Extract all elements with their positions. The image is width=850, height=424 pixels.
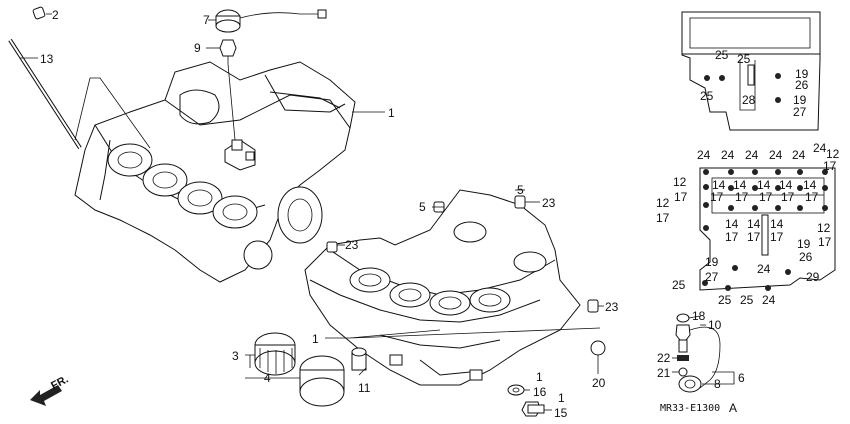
callout-24-2: 24 <box>721 148 735 162</box>
callout-1-bolt: 1 <box>558 391 565 405</box>
callout-19-c: 19 <box>797 237 811 251</box>
upper-crankcase <box>74 61 356 283</box>
leader-lines <box>20 13 735 411</box>
callout-14-6: 14 <box>725 217 739 231</box>
callout-14-5: 14 <box>803 178 817 192</box>
callout-23-right: 23 <box>605 300 619 314</box>
callout-17-f: 17 <box>759 190 773 204</box>
callout-14-3: 14 <box>757 178 771 192</box>
callout-17-g: 17 <box>781 190 795 204</box>
callout-23-top: 23 <box>542 196 556 210</box>
callout-24-6: 24 <box>813 141 827 155</box>
callout-1-upper: 1 <box>388 106 395 120</box>
callout-10: 10 <box>708 318 722 332</box>
callout-14-4: 14 <box>779 178 793 192</box>
callout-1-lower: 1 <box>312 332 319 346</box>
callout-29: 29 <box>806 270 820 284</box>
callout-17-h: 17 <box>805 190 819 204</box>
lower-crankcase <box>304 189 581 386</box>
callout-24-4: 24 <box>769 148 783 162</box>
callout-26-b: 26 <box>799 250 813 264</box>
callout-17-c: 17 <box>656 211 670 225</box>
callout-21: 21 <box>657 366 671 380</box>
callout-4: 4 <box>264 371 271 385</box>
callout-17-i: 17 <box>725 230 739 244</box>
callout-12-a: 12 <box>826 147 840 161</box>
callout-19-b: 19 <box>793 93 807 107</box>
callout-5-right: 5 <box>517 183 524 197</box>
callout-17-k: 17 <box>770 230 784 244</box>
callout-28: 28 <box>742 93 756 107</box>
callout-26-a: 26 <box>795 78 809 92</box>
callout-3: 3 <box>232 349 239 363</box>
callout-11: 11 <box>358 381 371 395</box>
callout-24-7: 24 <box>757 262 771 276</box>
callout-5-left: 5 <box>419 200 426 214</box>
callout-25-b: 25 <box>737 52 751 66</box>
callout-16: 16 <box>533 385 547 399</box>
callout-14-1: 14 <box>712 178 726 192</box>
callout-19-a: 19 <box>795 67 809 81</box>
callout-12-d: 12 <box>817 221 831 235</box>
callout-1-washer: 1 <box>536 370 543 384</box>
callout-25-d: 25 <box>672 278 686 292</box>
callout-18: 18 <box>692 309 706 323</box>
callout-17-l: 17 <box>818 235 832 249</box>
diagram-code-suffix: A <box>729 401 737 415</box>
callout-14-2: 14 <box>733 178 747 192</box>
front-direction-label: FR. <box>49 373 70 392</box>
callout-24-1: 24 <box>697 148 711 162</box>
crankcase-top-view <box>681 11 821 131</box>
callout-25-a: 25 <box>715 48 729 62</box>
oil-pressure-switch <box>215 9 327 64</box>
bolt-pattern-view <box>699 167 836 291</box>
callout-12-b: 12 <box>673 175 687 189</box>
dowel-pins <box>326 195 606 356</box>
callout-17-a: 17 <box>823 159 837 173</box>
callout-19-d: 19 <box>705 255 719 269</box>
callout-17-e: 17 <box>735 190 749 204</box>
callout-8: 8 <box>714 377 721 391</box>
callout-27-a: 27 <box>793 105 807 119</box>
callout-17-b: 17 <box>674 190 688 204</box>
diagram-code: MR33-E1300 <box>660 403 720 414</box>
callout-17-d: 17 <box>710 190 724 204</box>
callout-24-3: 24 <box>745 148 759 162</box>
callout-14-7: 14 <box>747 217 761 231</box>
callout-22: 22 <box>657 351 671 365</box>
callout-23-left: 23 <box>345 238 359 252</box>
callout-25-c: 25 <box>700 89 714 103</box>
callout-15: 15 <box>554 406 568 420</box>
callout-2: 2 <box>52 8 59 22</box>
front-direction-arrow <box>30 385 62 406</box>
drain-bolt <box>507 384 545 417</box>
callout-6: 6 <box>738 371 745 385</box>
callout-7: 7 <box>203 13 210 27</box>
callout-27-b: 27 <box>705 270 719 284</box>
callout-12-c: 12 <box>656 196 670 210</box>
callout-25-e: 25 <box>718 293 732 307</box>
callout-numbers: 2 13 7 9 1 5 5 23 23 23 1 3 4 11 20 1 16… <box>40 8 840 420</box>
callout-24-5: 24 <box>792 148 806 162</box>
callout-13: 13 <box>40 52 54 66</box>
oil-filter <box>254 332 367 407</box>
callout-17-j: 17 <box>747 230 761 244</box>
callout-25-f: 25 <box>740 293 754 307</box>
callout-9: 9 <box>194 41 201 55</box>
callout-24-8: 24 <box>762 293 776 307</box>
callout-20: 20 <box>592 376 606 390</box>
callout-14-8: 14 <box>770 217 784 231</box>
dowel-cap <box>32 6 46 20</box>
